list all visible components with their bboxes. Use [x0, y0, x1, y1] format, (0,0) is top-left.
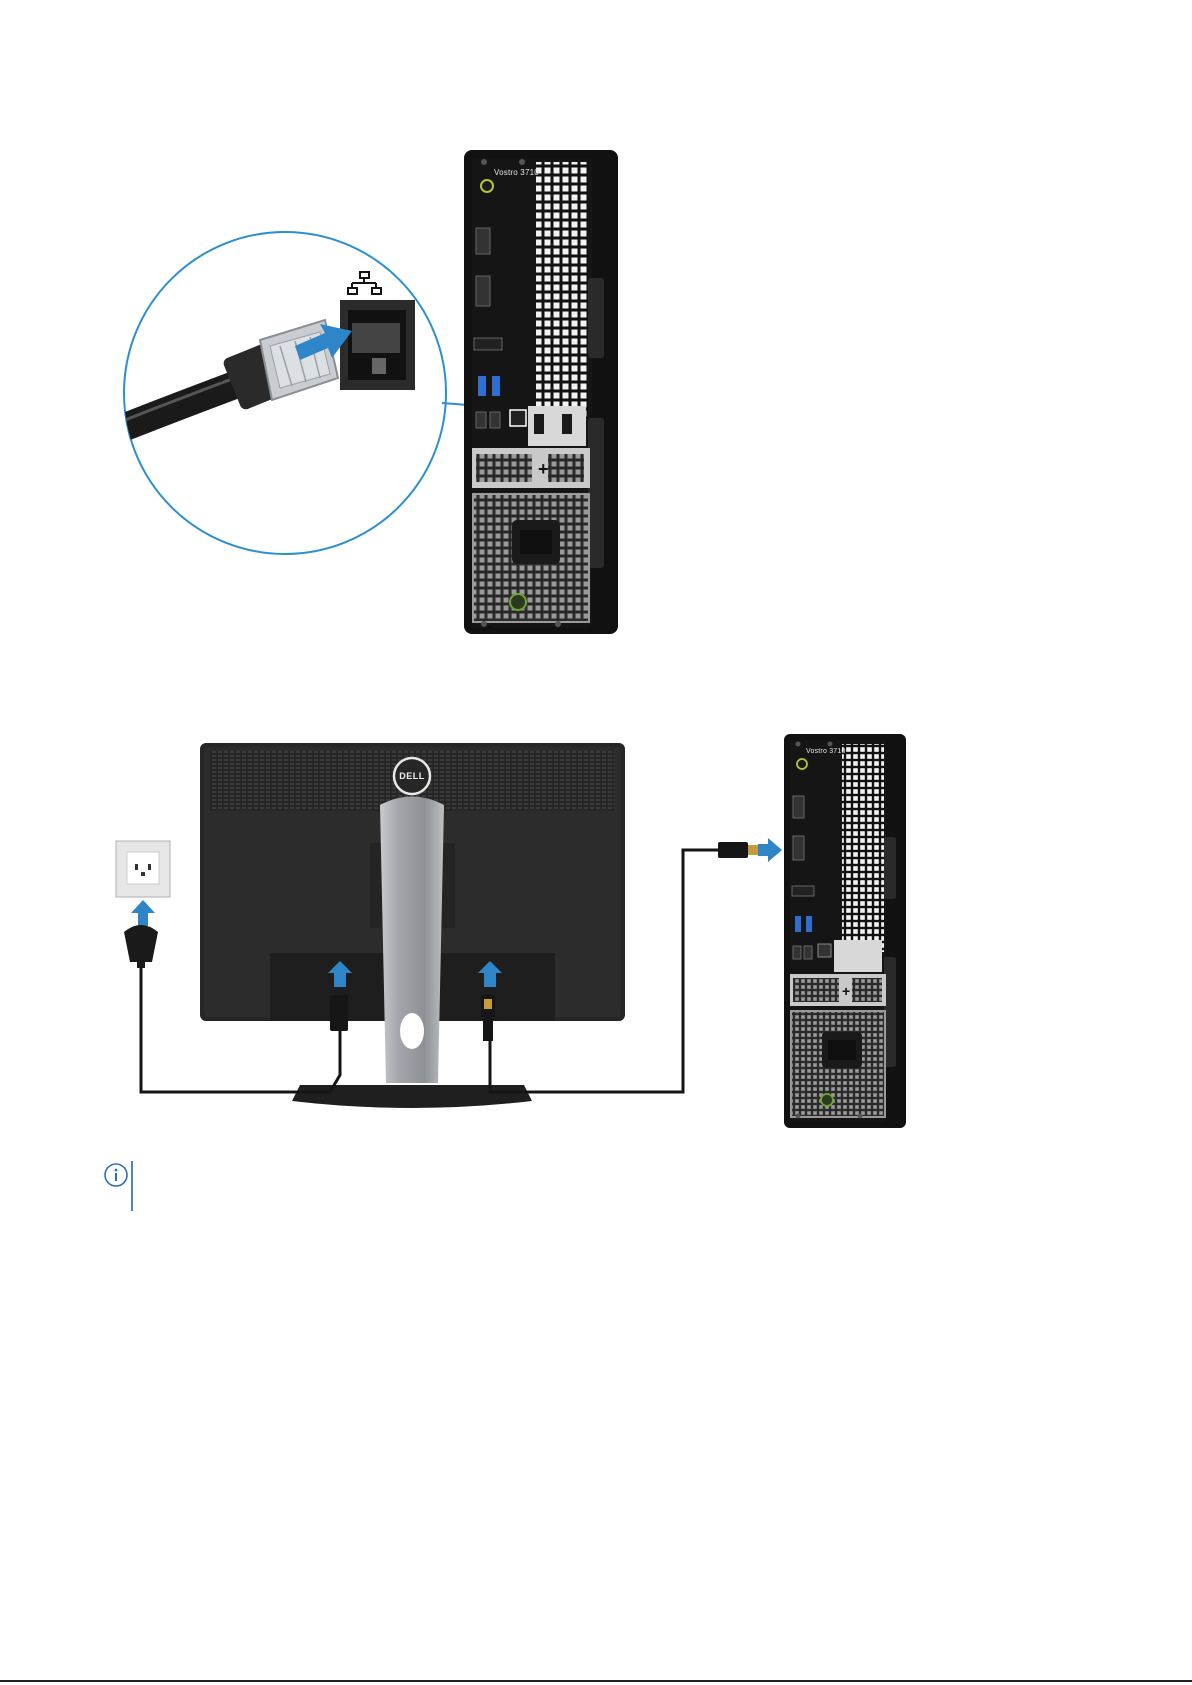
desktop-tower-rear: + Vostro 3710: [462, 148, 620, 636]
desktop-tower-rear-small: + Vostro 3710: [782, 732, 908, 1130]
cables: [0, 700, 1192, 1140]
svg-text:+: +: [538, 459, 549, 479]
info-icon: [103, 1162, 129, 1188]
figure-network-cable: + Vostro 3710: [0, 0, 1192, 650]
page-bottom-rule: [0, 1680, 1192, 1682]
ethernet-callout: [120, 228, 450, 558]
svg-text:+: +: [842, 983, 850, 999]
tower-model-label-small: Vostro 3710: [806, 748, 846, 755]
tower-model-label: Vostro 3710: [494, 168, 539, 177]
note-rule: [131, 1161, 133, 1211]
hdmi-right-arrow: [758, 838, 782, 862]
figure-display-power: DELL: [0, 700, 1192, 1140]
